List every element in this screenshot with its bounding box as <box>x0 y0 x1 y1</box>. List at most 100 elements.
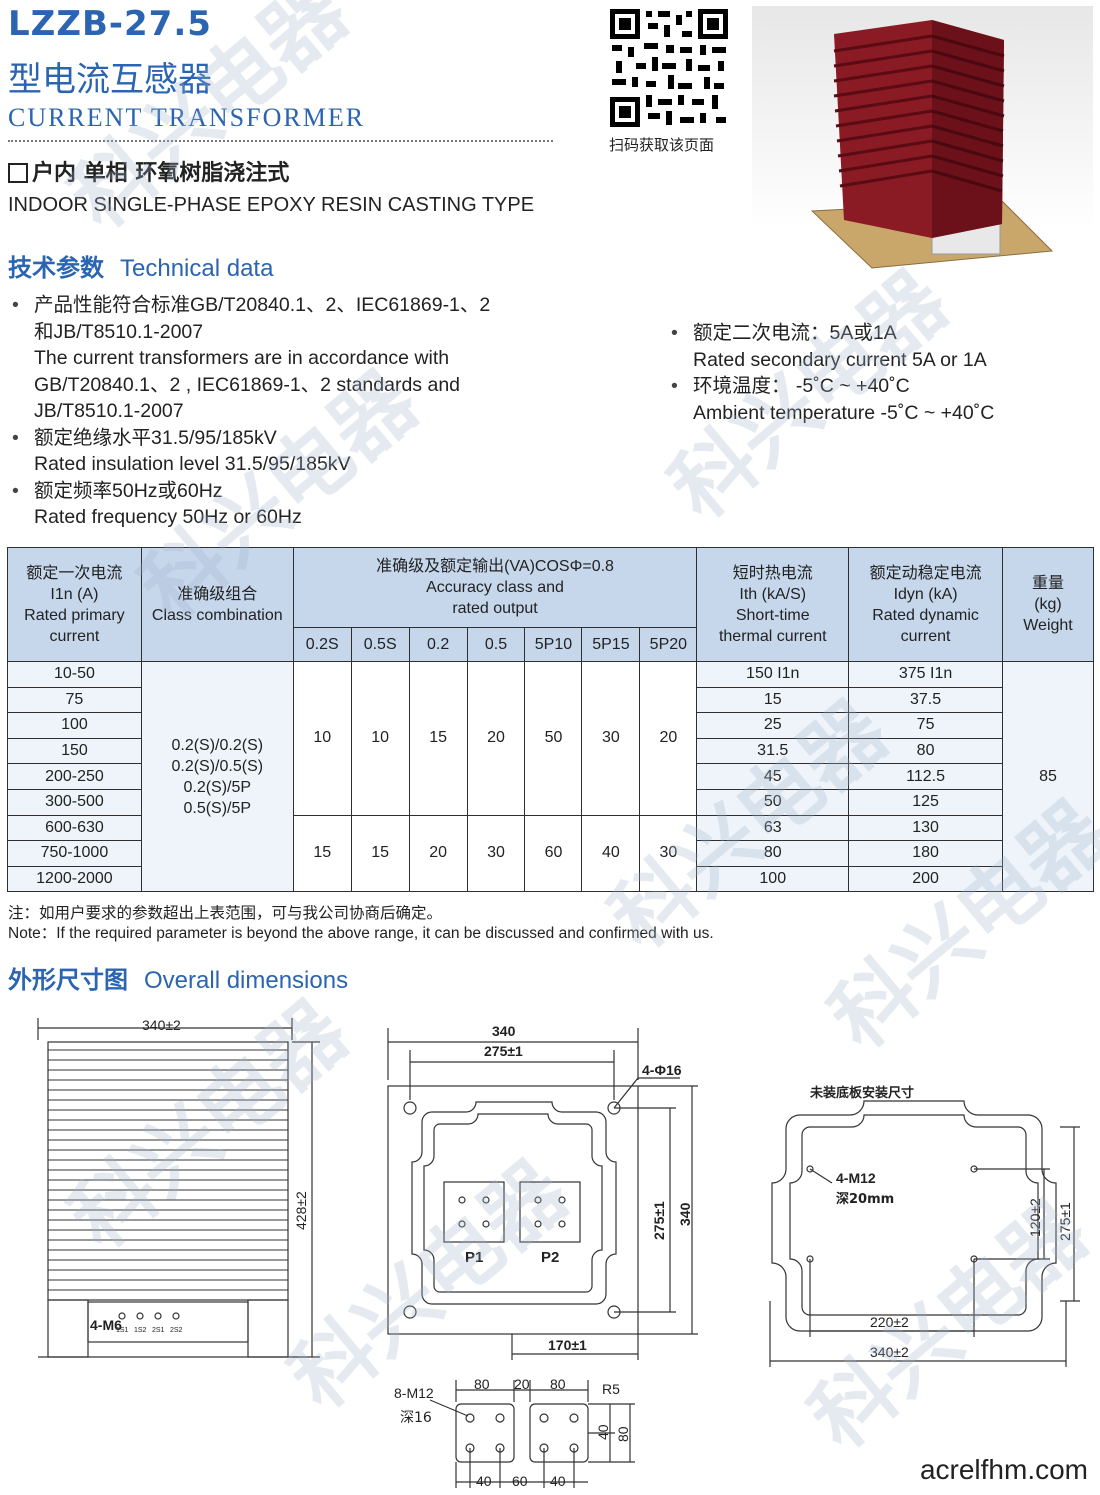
terminal-label: 2S2 <box>170 1327 183 1334</box>
terminal-radius: R5 <box>602 1381 620 1397</box>
terminal-v1: 40 <box>595 1424 611 1440</box>
table-row: 300-500 50 125 <box>7 788 1094 816</box>
terminal-depth: 深16 <box>400 1410 432 1426</box>
base-h1: 220±2 <box>870 1314 909 1330</box>
header-weight: 重量(kg)Weight <box>1001 547 1095 662</box>
thermal-current-cell: 63 <box>696 814 850 842</box>
terminal-b2: 60 <box>512 1473 528 1489</box>
base-depth-label: 深20mm <box>836 1191 894 1207</box>
spec-item-frequency: 额定频率50Hz或60Hz Rated frequency 50Hz or 60… <box>8 478 608 531</box>
thermal-current-cell: 31.5 <box>696 737 850 765</box>
output-cell: 10 <box>350 661 410 816</box>
top-hole-label: 4-Φ16 <box>642 1062 682 1078</box>
spec-item-insulation: 额定绝缘水平31.5/95/185kV Rated insulation lev… <box>8 425 608 478</box>
top-view-drawing: 340 275±1 4-Φ16 275±1 340 170±1 P1 P2 <box>387 1023 698 1360</box>
table-row: 1200-2000 100 200 <box>7 865 1094 893</box>
terminal-thread: 8-M12 <box>394 1385 434 1401</box>
top-offset: 170±1 <box>548 1337 587 1353</box>
top-outer-width: 340 <box>492 1023 516 1039</box>
base-thread-label: 4-M12 <box>836 1170 876 1186</box>
note-en: Note：If the required parameter is beyond… <box>8 925 714 942</box>
dynamic-current-cell: 37.5 <box>848 686 1003 714</box>
primary-current-cell: 100 <box>7 712 142 739</box>
product-type-cn: 户内 单相 环氧树脂浇注式 <box>8 155 289 187</box>
dynamic-current-cell: 112.5 <box>848 763 1003 790</box>
output-cell: 30 <box>581 661 641 816</box>
header-class: 5P10 <box>524 627 583 662</box>
output-cell: 60 <box>524 814 583 893</box>
note-cn: 注：如用户要求的参数超出上表范围，可与我公司协商后确定。 <box>8 904 443 922</box>
dynamic-current-cell: 75 <box>848 712 1003 739</box>
base-h2: 340±2 <box>870 1344 909 1360</box>
side-view-drawing: 340±2 428±2 4-M6 1S1 1S2 2S1 2S2 <box>37 1017 320 1358</box>
terminal-b1: 40 <box>476 1473 492 1489</box>
output-cell: 15 <box>350 814 410 893</box>
website-label[interactable]: acrelfhm.com <box>919 1454 1088 1485</box>
dynamic-current-cell: 180 <box>848 840 1003 867</box>
title-divider <box>8 140 553 142</box>
dynamic-current-cell: 375 I1n <box>848 661 1003 688</box>
product-title-en: CURRENT TRANSFORMER <box>8 103 366 132</box>
output-cell: 15 <box>408 661 468 816</box>
header-class: 0.2S <box>292 627 352 662</box>
base-v1: 120±2 <box>1027 1198 1043 1237</box>
dynamic-current-cell: 200 <box>848 865 1003 893</box>
base-caption: 未装底板安装尺寸 <box>809 1085 914 1101</box>
primary-current-cell: 75 <box>7 686 142 714</box>
primary-current-cell: 750-1000 <box>7 840 142 867</box>
terminal-label: 1S2 <box>134 1327 147 1334</box>
base-mounting-drawing: 未装底板安装尺寸 4-M12 深20mm 120±2 275±1 220±2 3… <box>769 1085 1080 1367</box>
terminal-b3: 40 <box>550 1473 566 1489</box>
primary-current-cell: 600-630 <box>7 814 142 842</box>
thermal-current-cell: 80 <box>696 840 850 867</box>
terminal-label: 2S1 <box>152 1327 165 1334</box>
terminal-w1: 80 <box>474 1376 490 1392</box>
top-hole-pitch: 275±1 <box>484 1043 523 1059</box>
dynamic-current-cell: 130 <box>848 814 1003 842</box>
thermal-current-cell: 50 <box>696 788 850 816</box>
terminal-v2: 80 <box>615 1426 631 1442</box>
primary-current-cell: 1200-2000 <box>7 865 142 893</box>
terminal-w2: 80 <box>550 1376 566 1392</box>
thermal-current-cell: 45 <box>696 763 850 790</box>
product-title-cn: 型电流互感器 <box>8 60 212 100</box>
table-row: 200-250 45 112.5 <box>7 763 1094 790</box>
p2-label: P2 <box>541 1249 559 1266</box>
primary-current-cell: 300-500 <box>7 788 142 816</box>
terminal-gap: 20 <box>514 1376 530 1392</box>
dim-height-label: 428±2 <box>293 1191 309 1230</box>
base-v2: 275±1 <box>1057 1202 1073 1241</box>
table-row: 750-1000 80 180 <box>7 840 1094 867</box>
qr-caption: 扫码获取该页面 <box>609 136 715 154</box>
dynamic-current-cell: 80 <box>848 737 1003 765</box>
output-cell: 20 <box>408 814 468 893</box>
header-class: 0.5S <box>350 627 410 662</box>
header-class: 0.2 <box>408 627 468 662</box>
header-class: 0.5 <box>466 627 526 662</box>
weight-cell: 85 <box>1001 660 1095 893</box>
model-number: LZZB-27.5 <box>8 4 212 44</box>
output-cell: 20 <box>639 661 698 816</box>
qr-code[interactable] <box>608 7 730 129</box>
top-v-pitch: 275±1 <box>651 1201 667 1240</box>
output-cell: 30 <box>466 814 526 893</box>
spec-item-secondary-current: 额定二次电流：5A或1A Rated secondary current 5A … <box>667 320 1087 373</box>
primary-current-cell: 10-50 <box>7 661 142 688</box>
output-cell: 50 <box>524 661 583 816</box>
output-cell: 10 <box>292 661 352 816</box>
bolt-label: 4-M6 <box>90 1317 122 1333</box>
primary-current-cell: 150 <box>7 737 142 765</box>
spec-list-right: 额定二次电流：5A或1A Rated secondary current 5A … <box>667 320 1087 426</box>
terminal-detail-drawing: 80 20 80 R5 8-M12 深16 40 60 40 40 80 <box>394 1376 635 1489</box>
top-v-outer: 340 <box>677 1202 693 1226</box>
table-row: 600-630 15 15 20 30 60 40 30 63 130 <box>7 814 1094 893</box>
product-type-en: INDOOR SINGLE-PHASE EPOXY RESIN CASTING … <box>8 194 535 216</box>
spec-item-standard: 产品性能符合标准GB/T20840.1、2、IEC61869-1、2 和JB/T… <box>8 292 608 425</box>
header-class: 5P15 <box>581 627 641 662</box>
